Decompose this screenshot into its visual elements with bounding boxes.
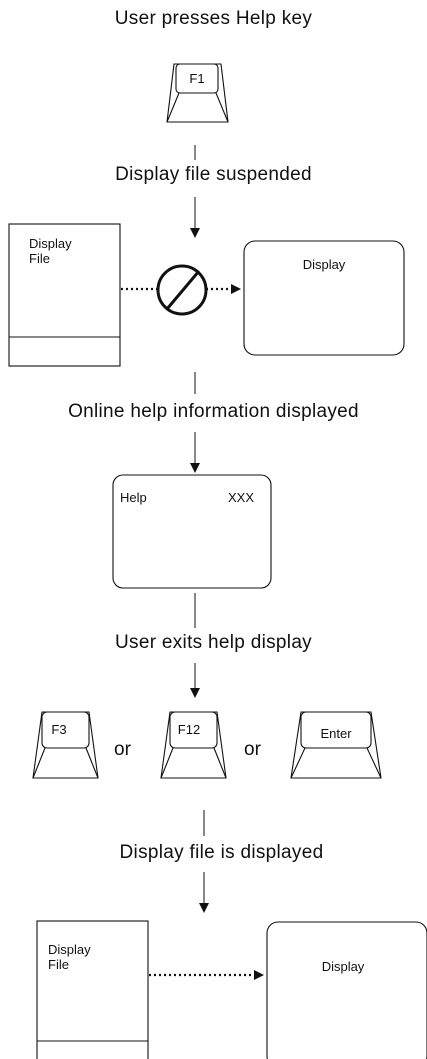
step-suspended: Display file suspended	[115, 164, 312, 185]
step-redisplayed: Display file is displayed	[119, 842, 324, 863]
step-help-pressed: User presses Help key	[114, 8, 313, 29]
or-connector: or	[244, 739, 261, 760]
f12-key	[160, 711, 227, 779]
step-exits: User exits help display	[115, 632, 312, 653]
step-help-displayed: Online help information displayed	[68, 401, 359, 422]
enter-key-label: Enter	[320, 726, 352, 741]
display-file-label: Display File	[29, 236, 72, 266]
display-file-label: Display File	[48, 942, 91, 972]
f3-key-label: F3	[51, 722, 67, 737]
f1-key	[166, 63, 229, 123]
display-label: Display	[321, 959, 365, 974]
blocked-icon	[156, 264, 208, 316]
display-file-box-bottom	[36, 920, 149, 1059]
help-screen	[112, 474, 272, 589]
help-screen-title: Help	[120, 490, 147, 505]
enter-key	[290, 711, 382, 779]
display-label: Display	[302, 257, 346, 272]
or-connector: or	[114, 739, 131, 760]
f1-key-label: F1	[189, 71, 205, 86]
display-file-box-top	[8, 223, 121, 367]
display-box-top	[243, 240, 405, 356]
display-box-bottom	[266, 921, 427, 1059]
help-screen-code: XXX	[228, 490, 255, 505]
f3-key	[32, 711, 99, 779]
f12-key-label: F12	[177, 722, 201, 737]
